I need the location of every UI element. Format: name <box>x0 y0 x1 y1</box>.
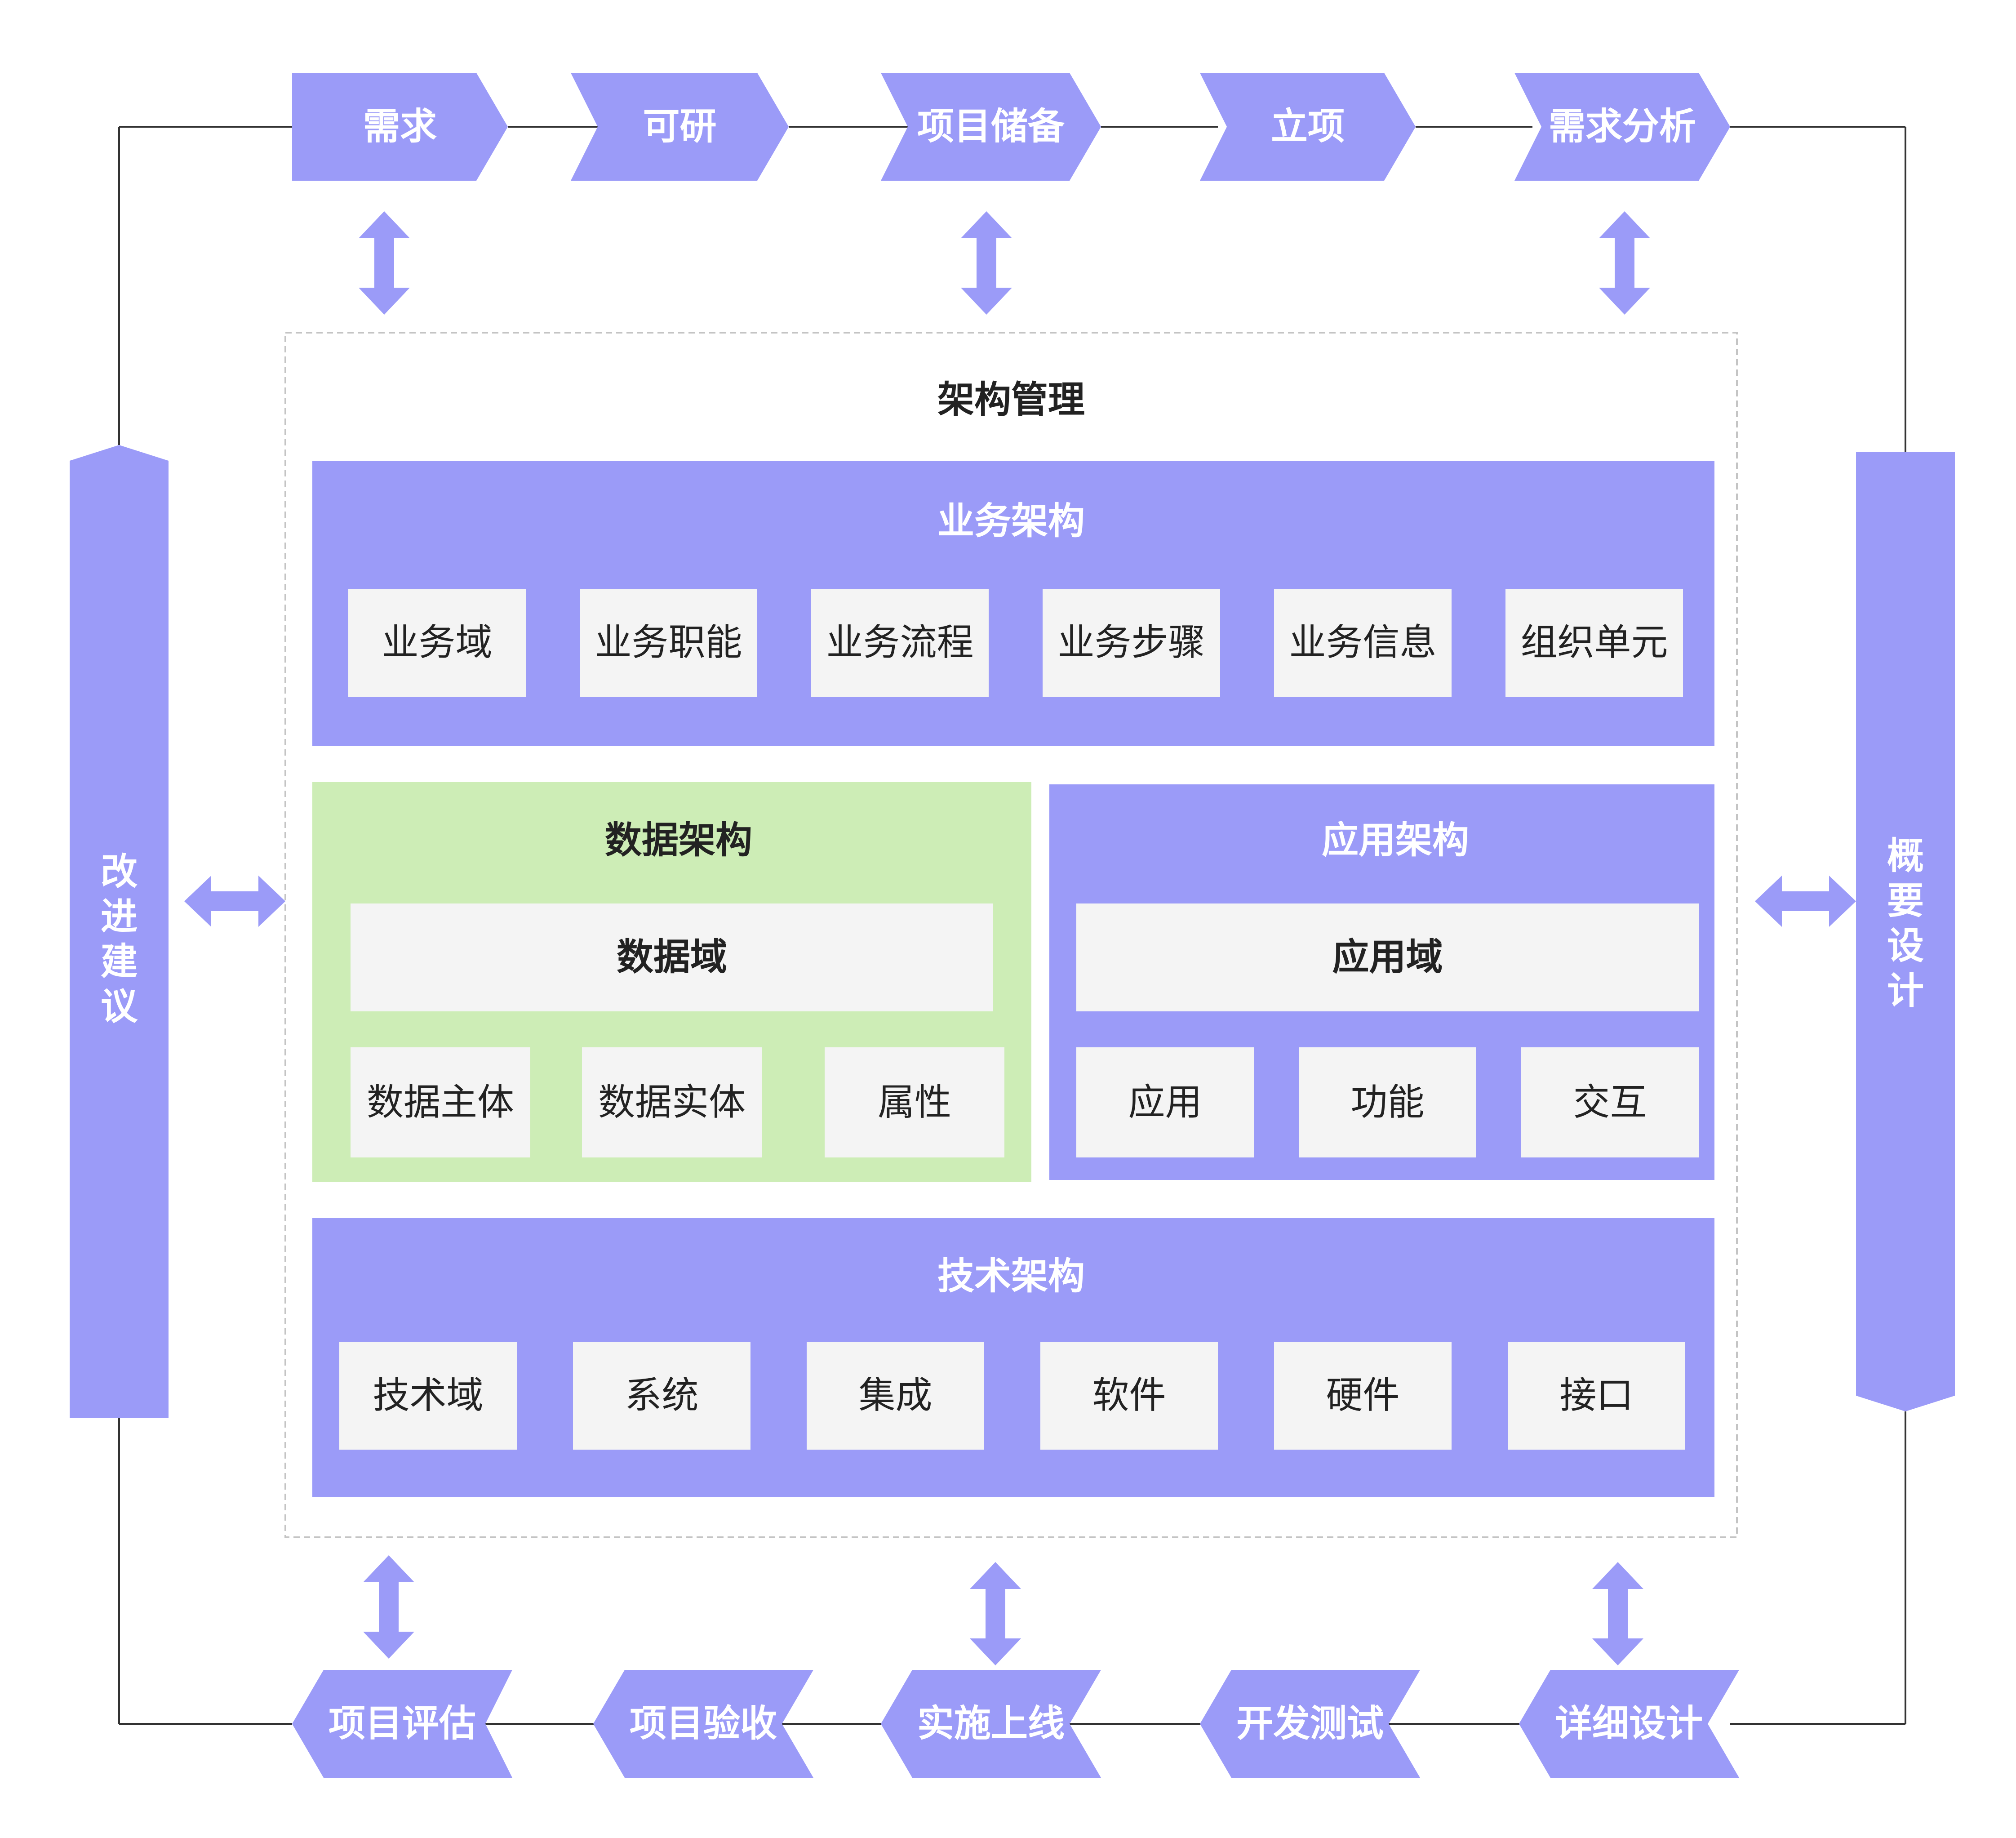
vertical-char: 设 <box>1887 925 1924 967</box>
top-chevrons <box>292 73 1730 181</box>
vertical-char: 计 <box>1887 970 1924 1013</box>
chevron-arrow-icon <box>881 73 1101 181</box>
vertical-char: 要 <box>1887 879 1924 922</box>
chevron-arrow-icon <box>1200 1670 1420 1778</box>
double-headed-arrow-icon <box>961 211 1012 315</box>
technology-item[interactable]: 硬件 <box>1274 1342 1452 1450</box>
flow-outline <box>118 126 1906 1725</box>
double-headed-arrow-icon <box>1599 211 1650 315</box>
application-architecture-title: 应用架构 <box>1321 819 1469 862</box>
flow-step-project-evaluation[interactable]: 项目评估 <box>328 1702 476 1745</box>
double-headed-arrow-icon <box>1755 876 1856 927</box>
business-item[interactable]: 组织单元 <box>1505 589 1683 697</box>
flow-step-dev-test[interactable]: 开发测试 <box>1236 1702 1384 1745</box>
chevron-arrow-icon <box>292 1670 512 1778</box>
technology-item[interactable]: 技术域 <box>339 1342 517 1450</box>
improvement-suggestions-label: 改进建议 <box>101 850 138 1029</box>
business-item[interactable]: 业务职能 <box>580 589 757 697</box>
pointed-banner-icon <box>1856 452 1955 1411</box>
vertical-char: 建 <box>100 940 138 983</box>
connector-arrows <box>184 211 1856 1665</box>
flow-step-approval[interactable]: 立项 <box>1270 105 1345 148</box>
double-headed-arrow-icon <box>363 1555 414 1659</box>
flow-step-demand[interactable]: 需求 <box>363 105 437 148</box>
technology-item[interactable]: 软件 <box>1040 1342 1218 1450</box>
chevron-arrow-icon <box>571 73 789 181</box>
double-headed-arrow-icon <box>184 876 285 927</box>
technology-item[interactable]: 接口 <box>1508 1342 1685 1450</box>
bottom-chevrons <box>292 1670 1739 1778</box>
application-item[interactable]: 交互 <box>1521 1047 1699 1157</box>
data-domain-box[interactable]: 数据域 <box>351 903 993 1011</box>
business-item[interactable]: 业务域 <box>348 589 526 697</box>
chevron-arrow-icon <box>593 1670 813 1778</box>
chevron-arrow-icon <box>1514 73 1730 181</box>
vertical-char: 概 <box>1887 834 1924 877</box>
data-architecture-title: 数据架构 <box>604 819 752 862</box>
outline-design-column[interactable]: 概要设计 <box>1856 452 1955 1396</box>
outline-design-label: 概要设计 <box>1887 834 1924 1014</box>
business-architecture-title: 业务架构 <box>937 500 1085 543</box>
management-frame <box>284 332 1738 1538</box>
flow-step-project-acceptance[interactable]: 项目验收 <box>629 1702 777 1745</box>
data-item[interactable]: 属性 <box>825 1047 1004 1157</box>
flow-step-project-reserve[interactable]: 项目储备 <box>917 105 1065 148</box>
flow-step-requirements-analysis[interactable]: 需求分析 <box>1548 105 1696 148</box>
pointed-banner-icon <box>70 445 169 1418</box>
vertical-char: 议 <box>100 985 138 1028</box>
application-domain-box[interactable]: 应用域 <box>1076 903 1699 1011</box>
double-headed-arrow-icon <box>970 1562 1021 1665</box>
application-item[interactable]: 功能 <box>1299 1047 1476 1157</box>
chevron-arrow-icon <box>1519 1670 1739 1778</box>
chevron-arrow-icon <box>881 1670 1101 1778</box>
vertical-char: 进 <box>100 895 138 938</box>
business-item[interactable]: 业务流程 <box>811 589 989 697</box>
chevron-arrow-icon <box>1200 73 1416 181</box>
vertical-char: 改 <box>100 850 138 893</box>
application-item[interactable]: 应用 <box>1076 1047 1254 1157</box>
flow-step-feasibility[interactable]: 可研 <box>643 105 717 148</box>
business-item[interactable]: 业务信息 <box>1274 589 1452 697</box>
business-item[interactable]: 业务步骤 <box>1043 589 1220 697</box>
double-headed-arrow-icon <box>359 211 410 315</box>
technology-architecture-title: 技术架构 <box>937 1255 1085 1298</box>
flow-step-detailed-design[interactable]: 详细设计 <box>1555 1702 1703 1745</box>
double-headed-arrow-icon <box>1592 1562 1643 1665</box>
business-panel-bg <box>312 461 1714 746</box>
chevron-arrow-icon <box>292 73 508 181</box>
technology-item[interactable]: 系统 <box>573 1342 750 1450</box>
flow-step-go-live[interactable]: 实施上线 <box>917 1702 1065 1745</box>
improvement-suggestions-column[interactable]: 改进建议 <box>70 461 169 1418</box>
technology-item[interactable]: 集成 <box>807 1342 984 1450</box>
technology-panel-bg <box>312 1218 1714 1497</box>
management-title: 架构管理 <box>937 378 1085 421</box>
data-item[interactable]: 数据主体 <box>351 1047 530 1157</box>
data-item[interactable]: 数据实体 <box>582 1047 762 1157</box>
